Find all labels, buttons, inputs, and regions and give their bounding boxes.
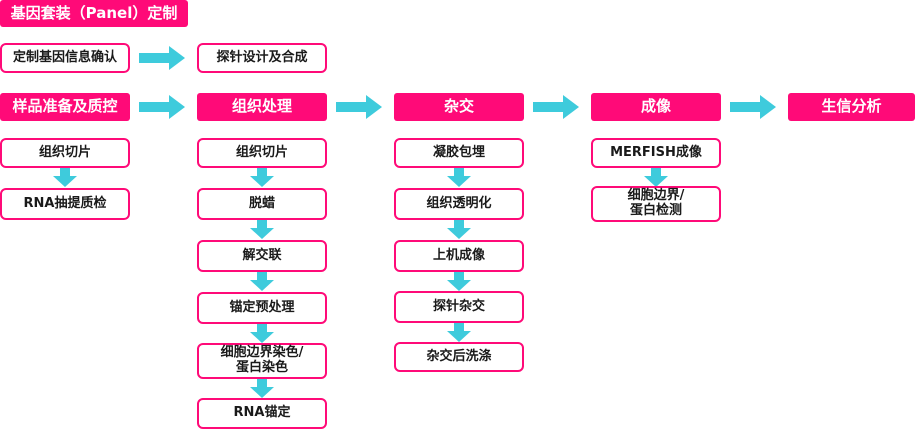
step-box: 脱蜡: [197, 188, 327, 220]
step-box: 解交联: [197, 240, 327, 272]
arrow-down-icon: [447, 220, 471, 239]
arrow-right-icon: [730, 95, 776, 119]
step-box: 组织切片: [197, 138, 327, 168]
arrow-down-icon: [250, 324, 274, 343]
arrow-down-icon: [250, 168, 274, 187]
arrow-down-icon: [250, 220, 274, 239]
step-box: 上机成像: [394, 240, 524, 272]
step-box: 杂交后洗涤: [394, 342, 524, 372]
step-probe-design: 探针设计及合成: [197, 43, 327, 73]
arrow-right-icon: [533, 95, 579, 119]
step-box: 组织透明化: [394, 188, 524, 220]
arrow-down-icon: [447, 323, 471, 342]
arrow-down-icon: [53, 168, 77, 187]
step-box: 细胞边界/ 蛋白检测: [591, 186, 721, 222]
arrow-right-icon: [139, 46, 185, 70]
stage-imaging: 成像: [591, 93, 721, 121]
stage-bioinformatics: 生信分析: [788, 93, 915, 121]
arrow-right-icon: [336, 95, 382, 119]
arrow-down-icon: [250, 272, 274, 291]
step-box: 凝胶包埋: [394, 138, 524, 168]
step-box: RNA锚定: [197, 398, 327, 429]
arrow-down-icon: [447, 168, 471, 187]
step-box: RNA抽提质检: [0, 188, 130, 220]
arrow-down-icon: [644, 168, 668, 187]
stage-tissue-processing: 组织处理: [197, 93, 327, 121]
panel-title: 基因套装（Panel）定制: [0, 0, 188, 27]
step-box: 探针杂交: [394, 291, 524, 323]
step-box: 细胞边界染色/ 蛋白染色: [197, 343, 327, 379]
step-box: MERFISH成像: [591, 138, 721, 168]
step-gene-info-confirm: 定制基因信息确认: [0, 43, 130, 73]
arrow-down-icon: [447, 272, 471, 291]
step-box: 锚定预处理: [197, 292, 327, 324]
stage-sample-prep: 样品准备及质控: [0, 93, 130, 121]
stage-hybridization: 杂交: [394, 93, 524, 121]
step-box: 组织切片: [0, 138, 130, 168]
arrow-right-icon: [139, 95, 185, 119]
arrow-down-icon: [250, 379, 274, 398]
